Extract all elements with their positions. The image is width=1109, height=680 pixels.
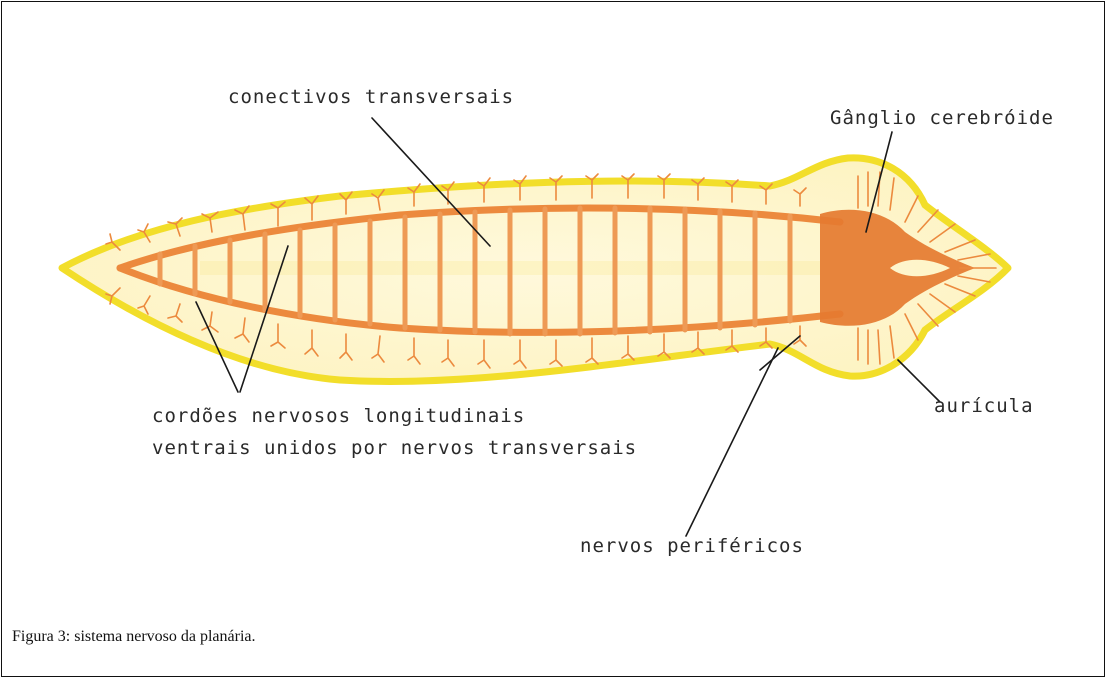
label-cords-line1: cordões nervosos longitudinais xyxy=(152,405,525,427)
label-cords-line2: ventrais unidos por nervos transversais xyxy=(152,437,637,459)
label-ganglion: Gânglio cerebróide xyxy=(830,107,1054,129)
label-peripheral: nervos periféricos xyxy=(580,535,804,557)
pointer-peripheral-a xyxy=(686,348,778,536)
label-connectives: conectivos transversais xyxy=(228,86,514,108)
figure-caption: Figura 3: sistema nervoso da planária. xyxy=(12,628,256,646)
label-auricle: aurícula xyxy=(934,395,1034,417)
